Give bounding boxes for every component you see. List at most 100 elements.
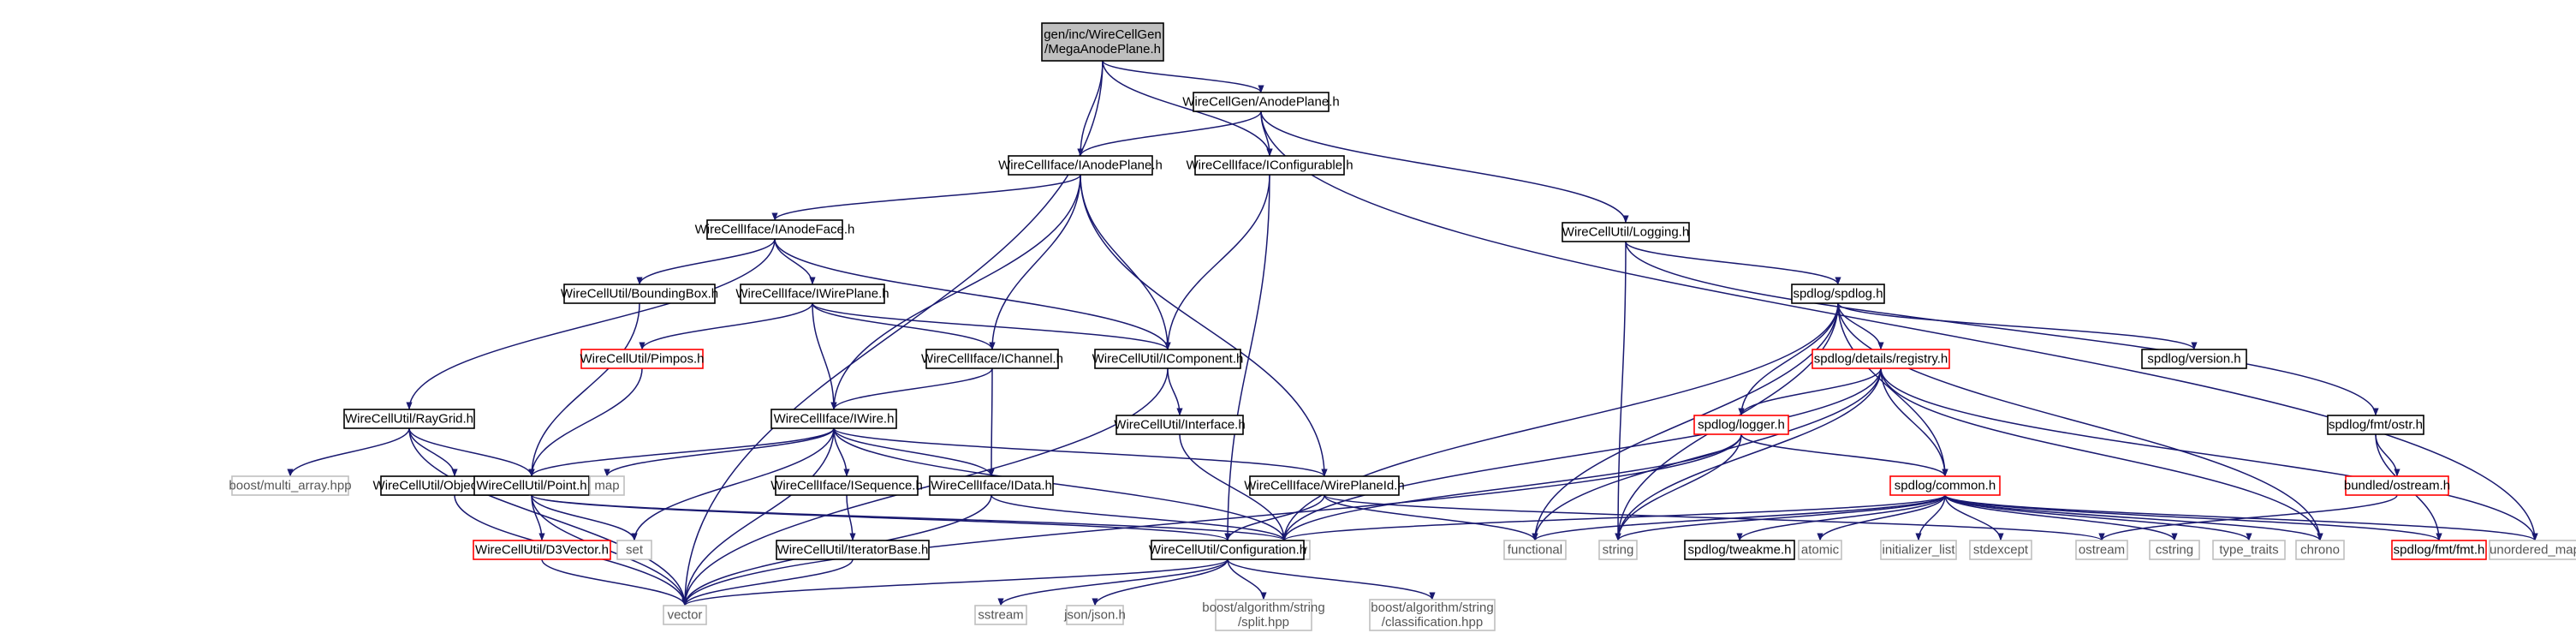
node-box-anodeplane bbox=[1193, 92, 1330, 112]
node-initializer_list: initializer_list bbox=[1880, 540, 1957, 560]
node-box-boundingbox bbox=[563, 284, 716, 304]
node-d3vector[interactable]: WireCellUtil/D3Vector.h bbox=[473, 540, 611, 560]
node-label-initializer_list: initializer_list bbox=[1882, 543, 1955, 558]
node-iteratorbase[interactable]: WireCellUtil/IteratorBase.h bbox=[776, 540, 930, 560]
edge-registry-to-common bbox=[1880, 367, 1948, 477]
node-box-tweakme bbox=[1684, 540, 1795, 560]
node-interface[interactable]: WireCellUtil/Interface.h bbox=[1114, 415, 1246, 435]
node-label-fmtostr: spdlog/fmt/ostr.h bbox=[2329, 418, 2423, 433]
node-fmtostr[interactable]: spdlog/fmt/ostr.h bbox=[2327, 415, 2424, 435]
node-spdlog[interactable]: spdlog/spdlog.h bbox=[1791, 284, 1885, 304]
node-label-multi_array: boost/multi_array.hpp bbox=[229, 479, 351, 493]
edge-ianodeface-to-icomponent bbox=[774, 238, 1171, 350]
edge-iconfigurable-to-configuration bbox=[1224, 174, 1270, 541]
edge-ianodeplane-to-ichannel bbox=[989, 174, 1081, 350]
node-pimpos[interactable]: WireCellUtil/Pimpos.h bbox=[580, 349, 705, 369]
node-jsonh: json/json.h bbox=[1063, 605, 1126, 625]
node-fmt[interactable]: spdlog/fmt/fmt.h bbox=[2391, 540, 2487, 560]
node-box-fmtostr bbox=[2327, 415, 2424, 435]
edge-spdlog-to-logger bbox=[1738, 302, 1839, 416]
node-label-registry: spdlog/details/registry.h bbox=[1814, 352, 1948, 367]
edge-anodeplane-to-logging bbox=[1260, 110, 1629, 224]
node-label-icomponent: WireCellUtil/IComponent.h bbox=[1092, 352, 1244, 367]
node-label-point: WireCellUtil/Point.h bbox=[476, 479, 586, 493]
node-box-iconfigurable bbox=[1194, 155, 1345, 176]
node-box-iwire bbox=[770, 409, 897, 429]
node-label-iwire: WireCellIface/IWire.h bbox=[774, 412, 895, 427]
edge-raygrid-to-point bbox=[408, 427, 535, 477]
node-wireplaneid[interactable]: WireCellIface/WirePlaneId.h bbox=[1244, 475, 1405, 496]
node-label-split: /split.hpp bbox=[1238, 615, 1289, 630]
node-common[interactable]: spdlog/common.h bbox=[1889, 475, 2001, 496]
node-label-classification: /classification.hpp bbox=[1382, 615, 1483, 630]
edge-ianodeface-to-raygrid bbox=[406, 238, 776, 410]
node-label-version: spdlog/version.h bbox=[2147, 352, 2240, 367]
node-icomponent[interactable]: WireCellUtil/IComponent.h bbox=[1092, 349, 1244, 369]
node-box-wireplaneid bbox=[1249, 475, 1400, 496]
edge-spdlog-to-memory bbox=[1281, 302, 1839, 541]
edge-ichannel-to-iwire bbox=[830, 367, 993, 410]
node-label-bundled_ostream: bundled/ostream.h bbox=[2344, 479, 2450, 493]
node-logging[interactable]: WireCellUtil/Logging.h bbox=[1562, 222, 1690, 242]
node-anodeplane[interactable]: WireCellGen/AnodePlane.h bbox=[1182, 92, 1340, 112]
node-box-ianodeplane bbox=[1008, 155, 1153, 176]
node-ichannel[interactable]: WireCellIface/IChannel.h bbox=[921, 349, 1063, 369]
node-label-fmt: spdlog/fmt/fmt.h bbox=[2394, 543, 2485, 558]
node-configuration[interactable]: WireCellUtil/Configuration.h bbox=[1149, 540, 1306, 560]
node-bundled_ostream[interactable]: bundled/ostream.h bbox=[2344, 475, 2450, 496]
edge-common-to-atomic bbox=[1817, 494, 1946, 541]
node-box-set bbox=[616, 540, 652, 560]
node-logger[interactable]: spdlog/logger.h bbox=[1693, 415, 1789, 435]
node-iwire[interactable]: WireCellIface/IWire.h bbox=[770, 409, 897, 429]
node-idata[interactable]: WireCellIface/IData.h bbox=[929, 475, 1054, 496]
node-label-split: boost/algorithm/string bbox=[1202, 600, 1324, 615]
node-ianodeplane[interactable]: WireCellIface/IAnodePlane.h bbox=[998, 155, 1163, 176]
node-box-raygrid bbox=[343, 409, 475, 429]
edge-ianodeplane-to-ianodeface bbox=[771, 174, 1081, 221]
edge-common-to-initializer_list bbox=[1915, 494, 1946, 541]
edge-iteratorbase-to-vector bbox=[681, 558, 854, 606]
edge-iconfigurable-to-icomponent bbox=[1164, 174, 1270, 350]
node-tweakme[interactable]: spdlog/tweakme.h bbox=[1684, 540, 1795, 560]
node-box-version bbox=[2141, 349, 2247, 369]
edge-iwireplane-to-iwire bbox=[812, 302, 837, 410]
node-boundingbox[interactable]: WireCellUtil/BoundingBox.h bbox=[561, 284, 718, 304]
node-raygrid[interactable]: WireCellUtil/RayGrid.h bbox=[343, 409, 475, 429]
header-nodes: gen/inc/WireCellGen/MegaAnodePlane.hWire… bbox=[229, 22, 2576, 631]
node-classification: boost/algorithm/string/classification.hp… bbox=[1369, 599, 1496, 631]
node-label-idata: WireCellIface/IData.h bbox=[931, 479, 1052, 493]
node-iconfigurable[interactable]: WireCellIface/IConfigurable.h bbox=[1186, 155, 1353, 176]
node-root[interactable]: gen/inc/WireCellGen/MegaAnodePlane.h bbox=[1041, 22, 1164, 62]
node-label-classification: boost/algorithm/string bbox=[1371, 600, 1493, 615]
edge-iwire-to-idata bbox=[833, 427, 995, 477]
node-point[interactable]: WireCellUtil/Point.h bbox=[473, 475, 590, 496]
edge-spdlog-to-version bbox=[1837, 302, 2198, 350]
edge-boundingbox-to-point bbox=[528, 302, 640, 477]
edge-configuration-to-split bbox=[1227, 558, 1267, 600]
edge-ianodeface-to-boundingbox bbox=[636, 238, 776, 285]
node-ianodeface[interactable]: WireCellIface/IAnodeFace.h bbox=[695, 219, 855, 240]
node-box-idata bbox=[929, 475, 1054, 496]
node-label-iwireplane: WireCellIface/IWirePlane.h bbox=[735, 287, 889, 302]
edge-common-to-stdexcept bbox=[1944, 494, 2004, 541]
node-label-configuration: WireCellUtil/Configuration.h bbox=[1149, 543, 1306, 558]
edge-wireplaneid-to-configuration bbox=[1224, 494, 1325, 541]
node-isequence[interactable]: WireCellIface/ISequence.h bbox=[770, 475, 923, 496]
node-stdexcept: stdexcept bbox=[1969, 540, 2032, 560]
edge-pimpos-to-point bbox=[528, 367, 643, 477]
node-iwireplane[interactable]: WireCellIface/IWirePlane.h bbox=[735, 284, 889, 304]
edge-raygrid-to-multi_array bbox=[287, 427, 410, 477]
edge-spdlog-to-functional bbox=[1532, 302, 1839, 541]
node-version[interactable]: spdlog/version.h bbox=[2141, 349, 2247, 369]
node-label-anodeplane: WireCellGen/AnodePlane.h bbox=[1182, 95, 1339, 110]
node-registry[interactable]: spdlog/details/registry.h bbox=[1812, 349, 1950, 369]
node-sstream: sstream bbox=[974, 605, 1027, 625]
node-vector: vector bbox=[663, 605, 707, 625]
node-label-root: /MegaAnodePlane.h bbox=[1044, 42, 1161, 57]
node-box-sstream bbox=[974, 605, 1027, 625]
edge-bundled_ostream-to-ostream bbox=[2098, 494, 2398, 541]
node-set: set bbox=[616, 540, 652, 560]
edge-registry-to-string bbox=[1615, 367, 1882, 541]
edge-common-to-string bbox=[1615, 494, 1946, 541]
node-box-ianodeface bbox=[706, 219, 843, 240]
